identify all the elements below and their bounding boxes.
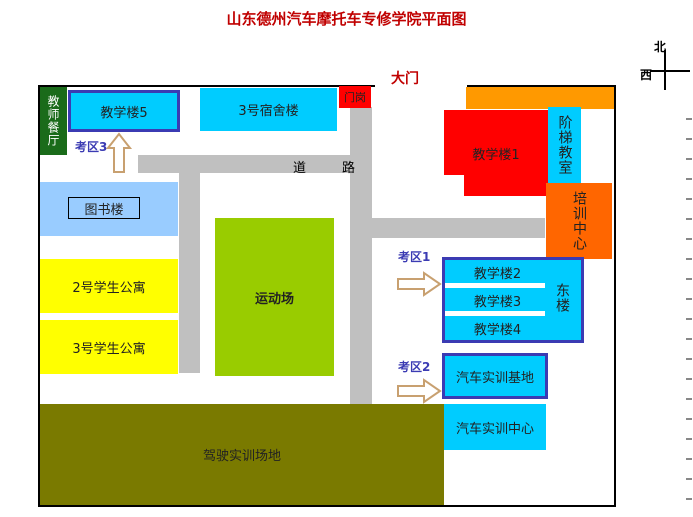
- auto-training-center-label: 汽车实训中心: [455, 421, 534, 437]
- library-label: 图书楼: [84, 202, 124, 218]
- campus-boundary: [38, 85, 616, 507]
- road-west-vertical: [179, 155, 200, 373]
- exam-area-1-label: 考区1: [398, 250, 431, 264]
- exam-area-2-arrow: [397, 378, 442, 404]
- east-building-label: 东楼: [554, 283, 570, 313]
- right-edge-ticks: [686, 100, 692, 500]
- dorm-building-3: 3号宿舍楼: [200, 88, 337, 131]
- exam-area-3-label: 考区3: [75, 140, 108, 154]
- teaching-building-5: 教学楼5: [68, 90, 180, 132]
- sports-field: 运动场: [215, 218, 334, 376]
- orange-strip: [466, 87, 614, 109]
- compass: 北 西: [640, 38, 690, 93]
- training-center: 培训中心: [546, 183, 612, 259]
- compass-west-label: 西: [640, 68, 653, 82]
- lecture-hall: 阶梯教室: [548, 107, 581, 183]
- teaching-building-2-label: 教学楼2: [473, 266, 522, 282]
- teaching-building-4: 教学楼4: [450, 318, 545, 338]
- student-apartment-3: 3号学生公寓: [40, 320, 178, 374]
- sports-field-label: 运动场: [254, 291, 294, 307]
- student-apartment-3-label: 3号学生公寓: [72, 341, 146, 357]
- student-apartment-2-label: 2号学生公寓: [72, 280, 146, 296]
- teaching-building-3-label: 教学楼3: [473, 294, 522, 310]
- east-building-block: [442, 257, 584, 343]
- east-building-divider-2: [445, 311, 545, 316]
- east-building: 东楼: [546, 260, 578, 336]
- exam-area-2-label: 考区2: [398, 360, 431, 374]
- teaching-building-3: 教学楼3: [450, 290, 545, 310]
- auto-training-base: 汽车实训基地: [442, 353, 548, 399]
- road-char-1: 道: [293, 161, 307, 176]
- driving-training-ground: 驾驶实训场地: [40, 404, 444, 505]
- teacher-canteen-label: 教师餐厅: [46, 95, 60, 147]
- road-east-vertical: [350, 107, 372, 404]
- main-gate-opening: [375, 80, 467, 90]
- library-label-box: 图书楼: [68, 197, 140, 219]
- east-building-divider-1: [445, 283, 545, 288]
- auto-training-center: 汽车实训中心: [444, 404, 546, 450]
- compass-north-label: 北: [654, 40, 667, 54]
- exam-area-1-arrow: [397, 271, 442, 297]
- teaching-building-2: 教学楼2: [450, 262, 545, 282]
- teaching-building-4-label: 教学楼4: [473, 322, 522, 338]
- exam-area-3-arrow: [105, 132, 133, 173]
- lecture-hall-label: 阶梯教室: [556, 115, 573, 175]
- training-center-label: 培训中心: [571, 191, 587, 251]
- teaching-building-1-notch: [444, 175, 464, 197]
- teacher-canteen: 教师餐厅: [40, 87, 67, 155]
- gate-guard-house: 门岗: [339, 86, 371, 108]
- road-east-horizontal: [350, 218, 545, 238]
- dorm-building-3-label: 3号宿舍楼: [238, 104, 299, 119]
- teaching-building-5-label: 教学楼5: [100, 105, 148, 121]
- student-apartment-2: 2号学生公寓: [40, 259, 178, 313]
- gate-guard-label: 门岗: [344, 91, 366, 104]
- teaching-building-1-label: 教学楼1: [472, 147, 520, 163]
- main-gate-label: 大门: [391, 71, 419, 87]
- compass-horizontal-line: [650, 70, 690, 72]
- road-char-2: 路: [342, 161, 356, 176]
- driving-training-label: 驾驶实训场地: [202, 449, 281, 464]
- map-title: 山东德州汽车摩托车专修学院平面图: [226, 10, 467, 28]
- auto-training-base-label: 汽车实训基地: [455, 370, 534, 386]
